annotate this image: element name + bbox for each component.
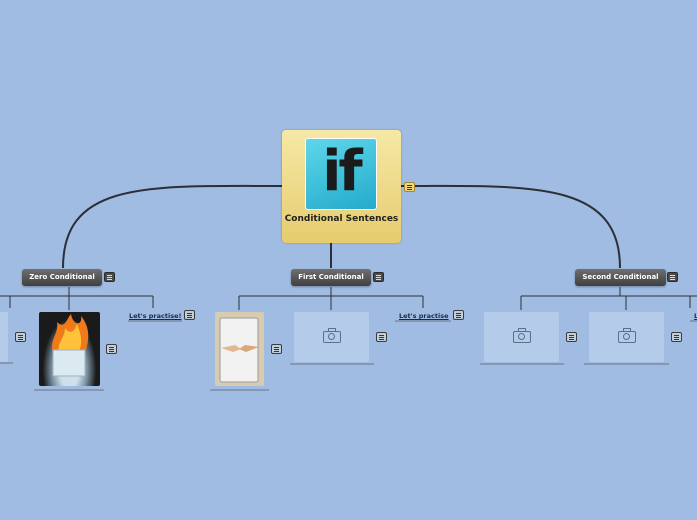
note-icon[interactable] [104, 272, 115, 282]
central-topic-title: Conditional Sentences [284, 214, 399, 224]
practise-link[interactable]: Let's practise! [129, 312, 182, 320]
image-placeholder [294, 312, 369, 362]
image-placeholder [589, 312, 664, 362]
image-placeholder [484, 312, 559, 362]
camera-icon [322, 328, 341, 343]
branch-zero-conditional[interactable]: Zero Conditional [22, 269, 102, 286]
handshake-door-image [215, 312, 264, 386]
central-topic[interactable]: if Conditional Sentences [282, 130, 401, 243]
note-icon[interactable] [373, 272, 384, 282]
camera-icon [512, 328, 531, 343]
if-logo-image: if [305, 138, 377, 210]
note-icon[interactable] [106, 344, 117, 354]
branch-second-conditional[interactable]: Second Conditional [575, 269, 666, 286]
note-icon[interactable] [671, 332, 682, 342]
branch-first-conditional[interactable]: First Conditional [291, 269, 371, 286]
practise-link[interactable]: Let's practise [399, 312, 449, 320]
note-icon[interactable] [376, 332, 387, 342]
note-icon[interactable] [271, 344, 282, 354]
image-placeholder [0, 312, 8, 362]
note-icon[interactable] [15, 332, 26, 342]
note-icon[interactable] [667, 272, 678, 282]
note-icon[interactable] [453, 310, 464, 320]
note-icon[interactable] [184, 310, 195, 320]
practise-link[interactable]: L [694, 312, 697, 320]
burning-ice-image [39, 312, 100, 386]
camera-icon [617, 328, 636, 343]
note-icon[interactable] [404, 182, 415, 192]
note-icon[interactable] [566, 332, 577, 342]
